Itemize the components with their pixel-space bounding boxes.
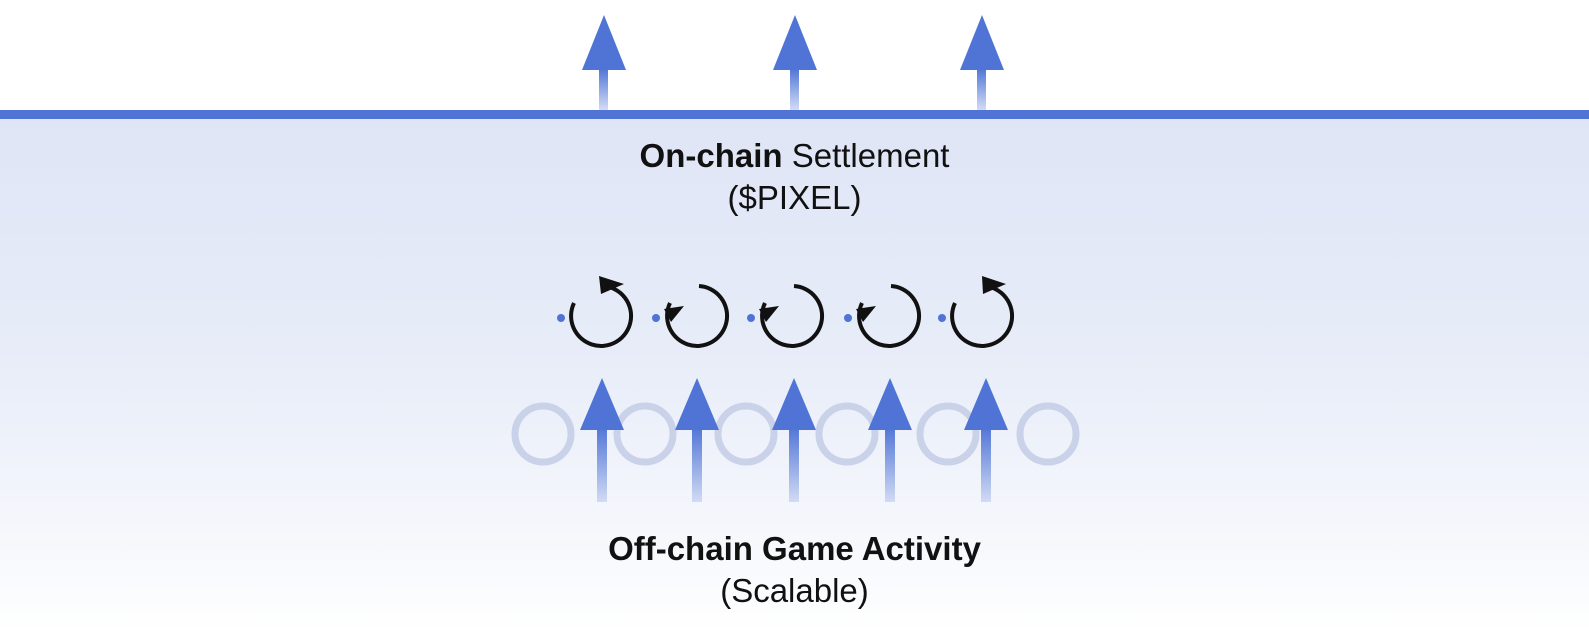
offchain-subtitle: (Scalable) [720, 572, 869, 609]
up-arrow-icon [773, 15, 817, 110]
cycle-icon [511, 402, 575, 466]
cycle-icon [652, 284, 730, 348]
cycle-icon [938, 276, 1015, 348]
cycle-icon [714, 402, 778, 466]
onchain-label: On-chain Settlement ($PIXEL) [0, 135, 1589, 219]
cycle-icon [1016, 402, 1080, 466]
up-arrow-icon [868, 378, 912, 502]
cycle-icon [844, 284, 922, 348]
offchain-label: Off-chain Game Activity (Scalable) [0, 528, 1589, 612]
cycle-icon [916, 402, 980, 466]
cycle-icon [613, 402, 677, 466]
up-arrow-icon [580, 378, 624, 502]
up-arrow-icon [772, 378, 816, 502]
onchain-subtitle: ($PIXEL) [727, 179, 862, 216]
lower-region [0, 112, 1589, 634]
top-arrows [582, 15, 1004, 110]
bottom-arrows [580, 378, 1008, 502]
up-arrow-icon [675, 378, 719, 502]
offchain-title: Off-chain Game Activity [608, 530, 981, 567]
onchain-title: On-chain Settlement [0, 135, 1589, 177]
cycle-icon [815, 402, 879, 466]
ghost-loops [511, 402, 1080, 466]
settlement-line [0, 110, 1589, 119]
onchain-title-bold: On-chain [639, 137, 783, 174]
cycle-icon [557, 276, 634, 348]
up-arrow-icon [964, 378, 1008, 502]
up-arrow-icon [582, 15, 626, 110]
up-arrow-icon [960, 15, 1004, 110]
loops-row [557, 276, 1015, 348]
onchain-title-regular: Settlement [791, 137, 950, 174]
cycle-icon [747, 284, 825, 348]
